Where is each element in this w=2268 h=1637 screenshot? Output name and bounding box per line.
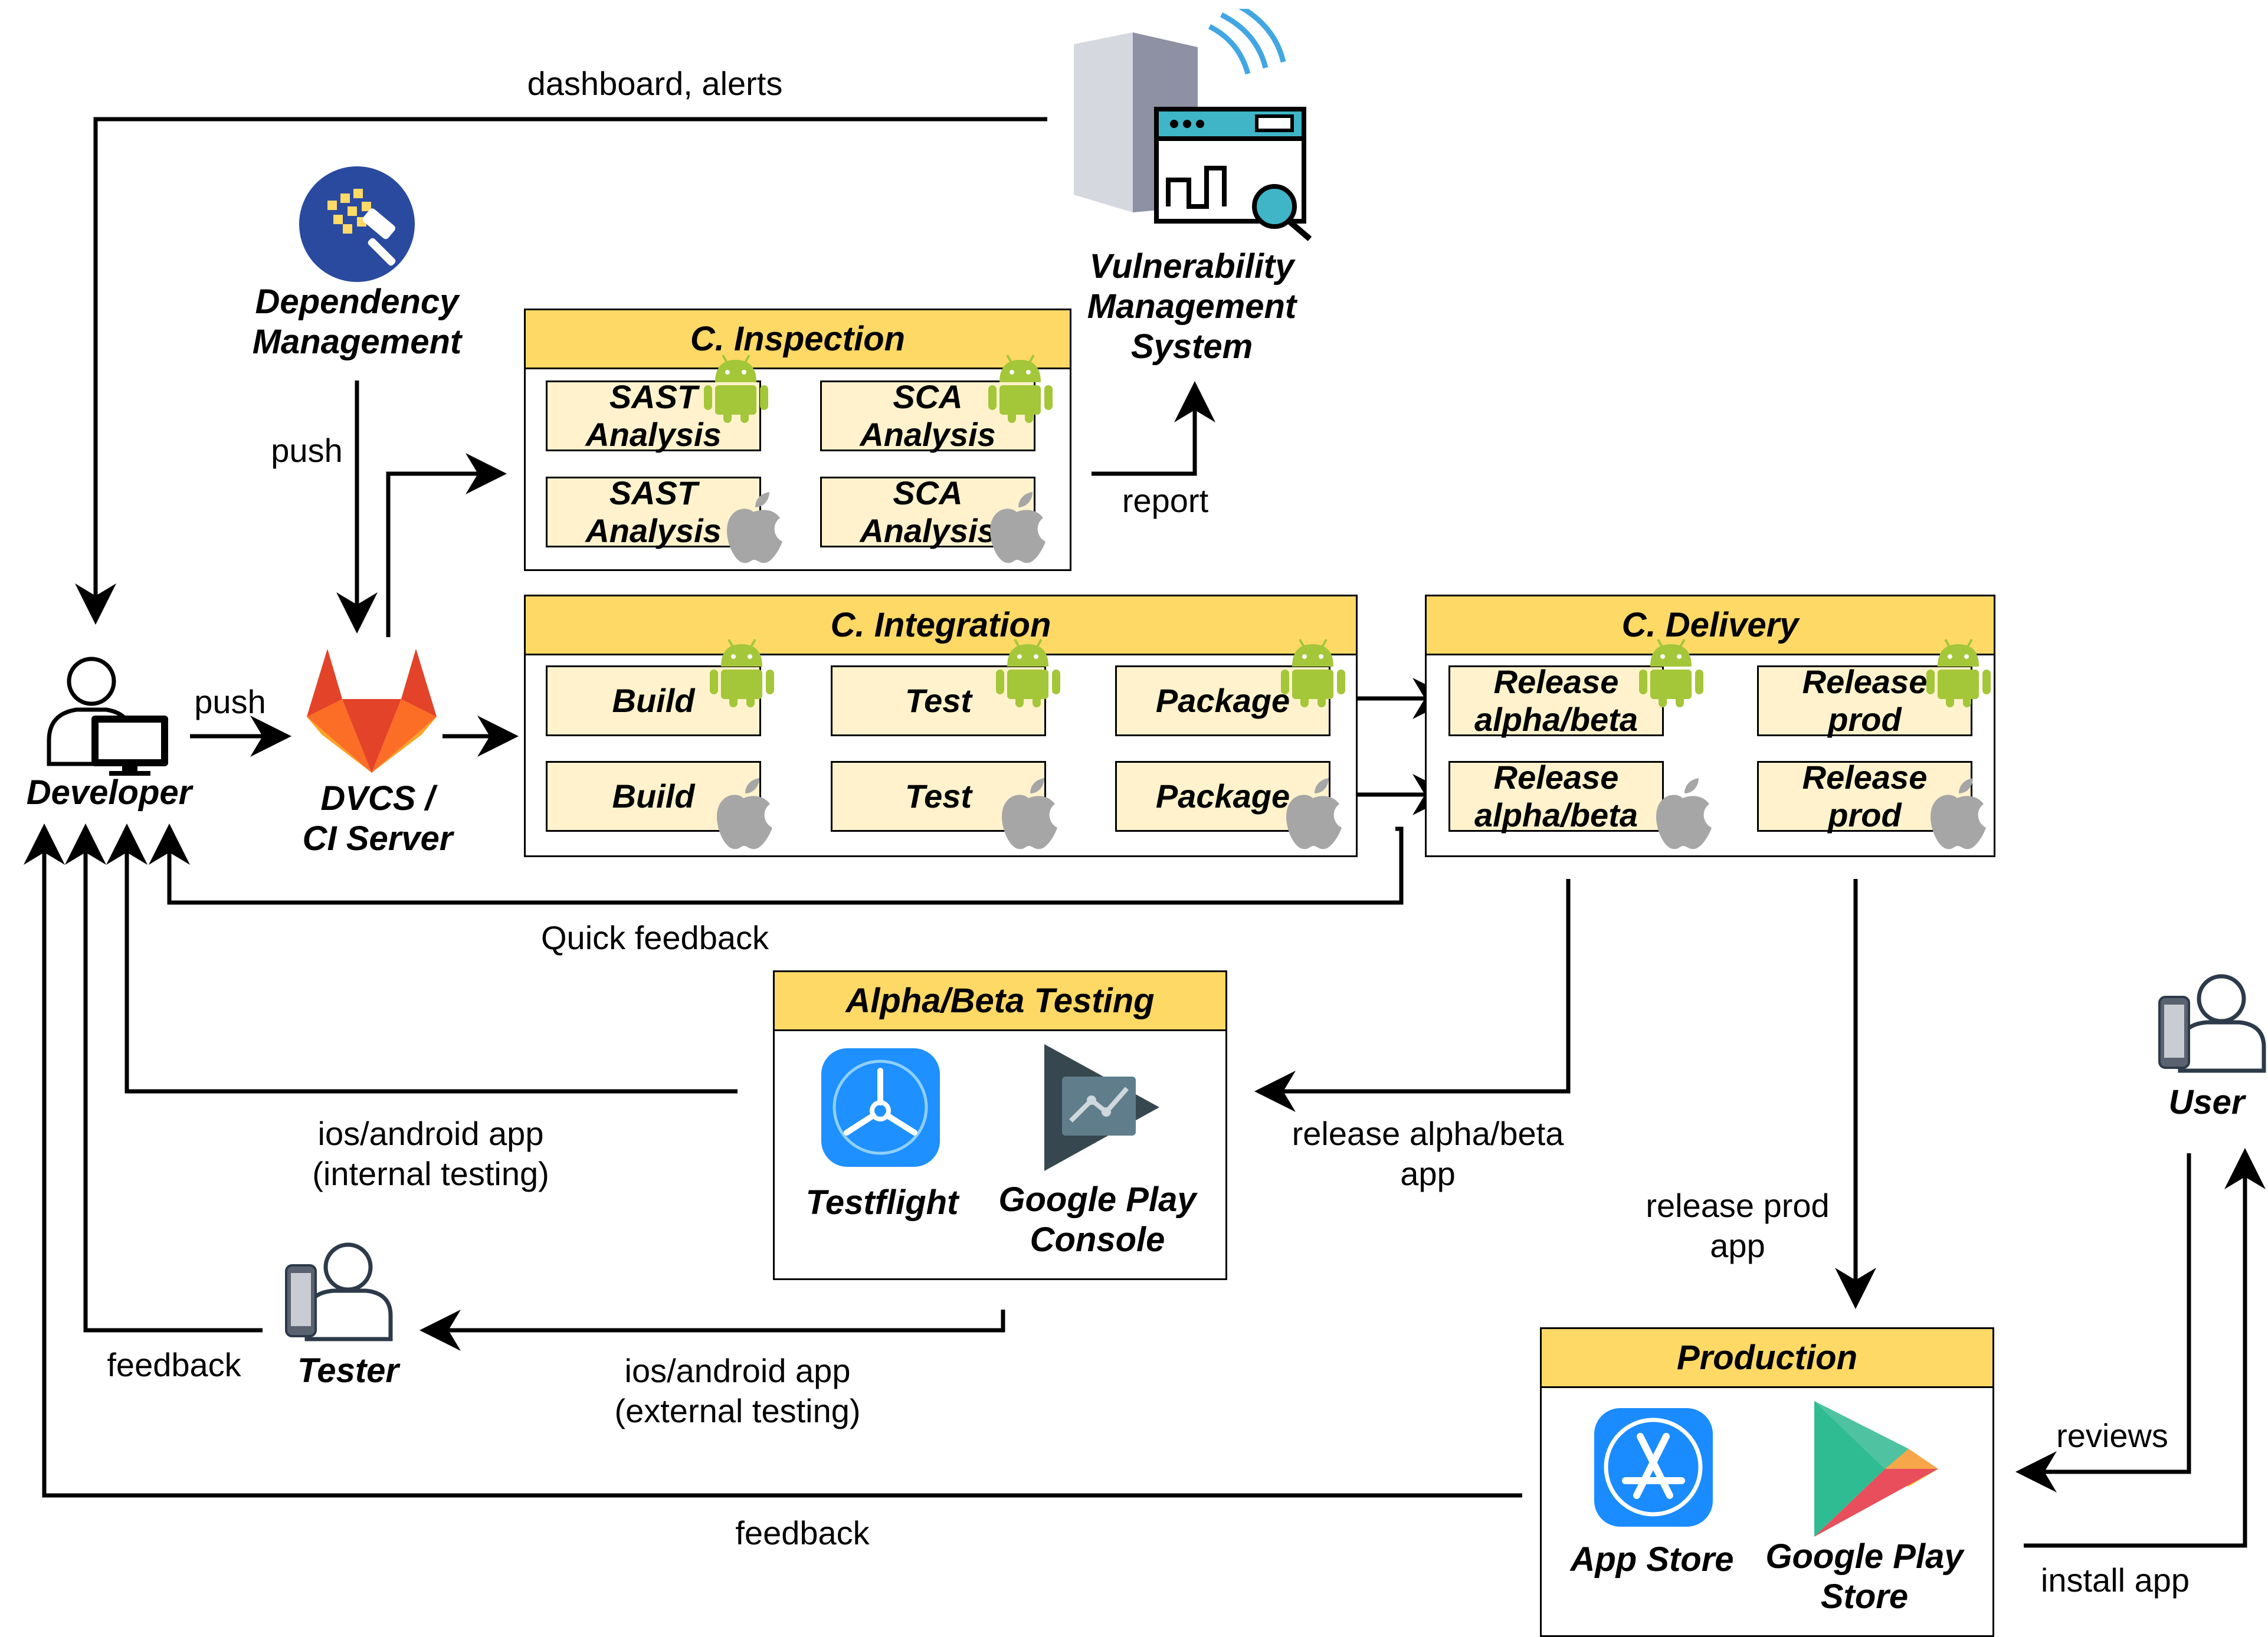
production-title: Production [1542,1329,1992,1388]
label-release-prod: release prod app [1646,1187,1830,1264]
label-push-developer: push [194,683,266,720]
edge-release-alpha [1254,879,1571,1112]
apple-icon [721,490,786,566]
delivery-prod-android: Release prod [1757,663,1972,738]
apple-icon [984,490,1049,566]
edge-external-testing [419,1310,1005,1351]
android-icon [1279,637,1347,708]
apple-icon [1925,776,1990,852]
apple-icon [1280,776,1345,852]
label-release-alpha: release alpha/beta app [1292,1115,1564,1192]
label-quick-feedback: Quick feedback [541,919,769,956]
app-store-icon [1593,1407,1714,1528]
android-icon [702,353,770,424]
dependency-label: Dependency Management [252,283,462,361]
alphabeta-title: Alpha/Beta Testing [775,972,1225,1031]
testflight-icon [820,1047,941,1168]
tester-person-icon [283,1239,395,1345]
gitlab-icon [301,643,443,776]
app-store-label: App Store [1570,1540,1734,1579]
integration-package-ios: Package [1115,761,1330,832]
edge-tester-feedback [65,824,263,1333]
android-icon [1925,637,1992,708]
google-play-console-icon [1038,1041,1162,1174]
integration-build-android: Build [546,665,761,736]
delivery-alpha-android: Release alpha/beta [1448,663,1664,738]
android-icon [994,637,1062,708]
edge-internal-testing [106,824,738,1094]
inspection-title: C. Inspection [526,310,1070,369]
server-dashboard-icon [1062,9,1316,242]
label-push-dependency: push [271,432,343,469]
label-feedback-production: feedback [735,1514,870,1551]
delivery-title: C. Delivery [1427,596,1994,655]
dvcs-label: DVCS / CI Server [302,779,453,858]
android-icon [986,353,1054,424]
user-person-icon [2156,970,2268,1077]
vulnerability-label: Vulnerability Management System [1087,247,1297,366]
tester-label: Tester [297,1351,399,1390]
apple-icon [996,776,1061,852]
label-feedback-tester: feedback [107,1346,241,1383]
apple-icon [1650,776,1715,852]
edge-report [1092,381,1215,476]
dependency-management-icon [298,165,416,283]
label-report: report [1122,482,1209,519]
testflight-label: Testflight [805,1183,959,1222]
label-install-app: install app [2040,1561,2190,1599]
user-label: User [2168,1083,2245,1121]
label-internal-testing: ios/android app (internal testing) [312,1115,549,1192]
inspection-sast-ios: SAST Analysis [546,474,761,549]
android-icon [1637,637,1705,708]
apple-icon [711,776,776,852]
edge-quick-feedback [149,824,1404,905]
delivery-alpha-ios: Release alpha/beta [1448,759,1664,834]
edge-dvcs-to-inspection [386,453,507,637]
developer-person-icon [44,652,174,776]
developer-label: Developer [26,773,192,812]
play-console-label: Google Play Console [998,1180,1197,1259]
android-icon [708,637,776,708]
edge-dashboard-alerts [75,117,1047,625]
google-play-store-icon [1808,1398,1944,1540]
label-dashboard-alerts: dashboard, alerts [527,65,783,102]
edge-install-app [2024,1148,2266,1548]
edge-production-feedback [24,824,1522,1498]
edge-reviews [2015,1153,2191,1492]
play-store-label: Google Play Store [1765,1537,1964,1616]
label-reviews: reviews [2056,1417,2168,1454]
integration-title: C. Integration [526,596,1356,655]
label-external-testing: ios/android app (external testing) [614,1352,861,1429]
